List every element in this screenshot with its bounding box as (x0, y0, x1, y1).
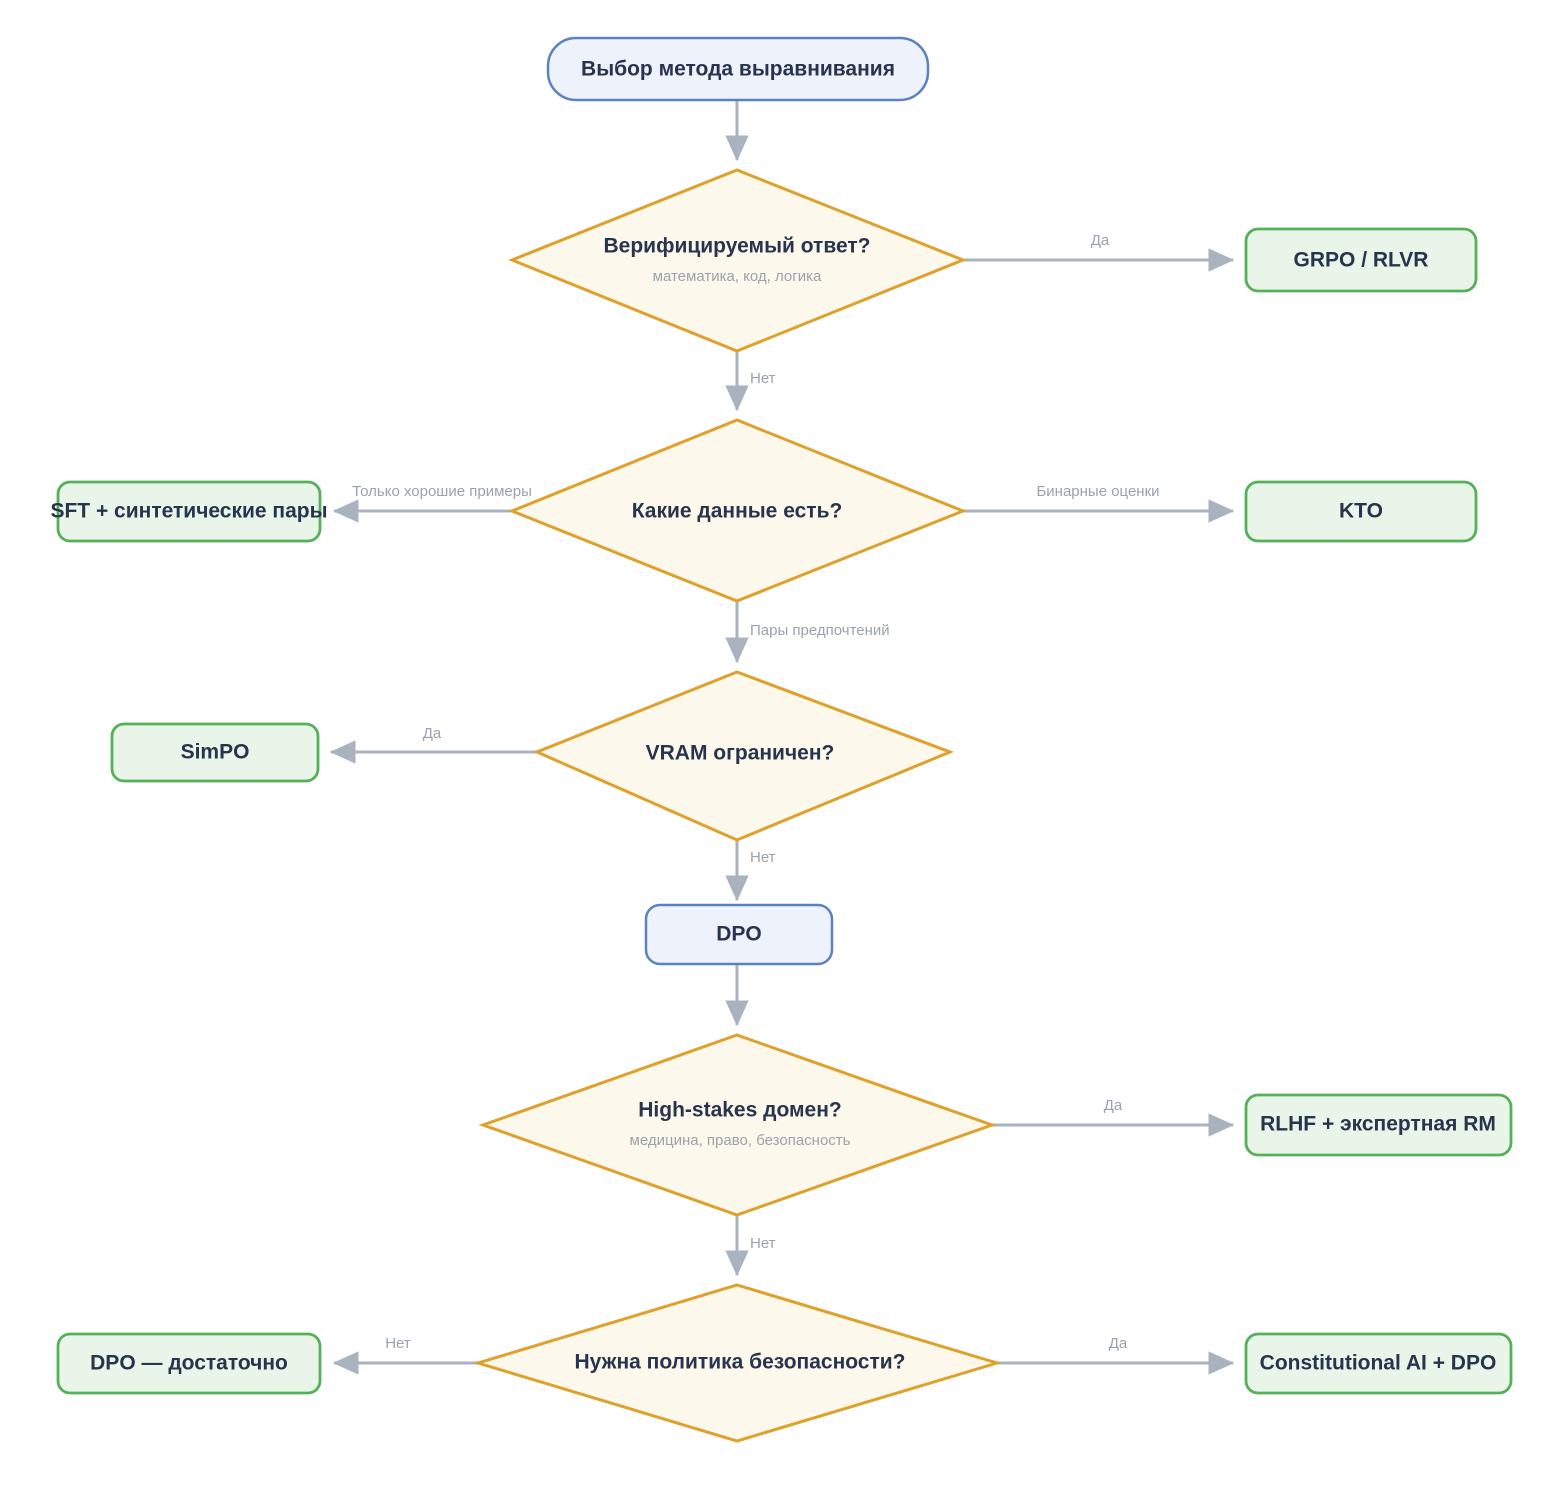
node-result-label: SFT + синтетические пары (50, 500, 327, 523)
node-dpo-shape (644, 903, 834, 966)
edge-label-net: Нет (750, 849, 776, 866)
edge-label-binary: Бинарные оценки (1036, 483, 1159, 500)
edge-d4-to-d5: Нет (725, 1216, 776, 1277)
edge-d1-to-d2: Нет (725, 352, 776, 412)
node-result-constitutional-ai-dpo[interactable]: Constitutional AI + DPO (1244, 1332, 1513, 1395)
node-result-dpo-enough[interactable]: DPO — достаточно (56, 1332, 322, 1395)
edge-label-net: Нет (750, 370, 776, 387)
node-decision-shape (478, 1033, 997, 1217)
node-decision-shape (507, 418, 968, 603)
node-dpo[interactable]: DPO (644, 903, 834, 966)
node-result-label: KTO (1339, 500, 1383, 523)
node-start-label: Выбор метода выравнивания (581, 58, 895, 81)
edge-d2-to-sft: Только хорошие примеры (332, 483, 532, 523)
edge-label-da: Да (423, 725, 442, 742)
node-result-label: RLHF + экспертная RM (1260, 1113, 1496, 1136)
edge-d3-to-dpo: Нет (725, 841, 776, 902)
node-decision-verifiable-answer[interactable]: Верифицируемый ответ? математика, код, л… (507, 168, 968, 353)
edge-label-da: Да (1091, 232, 1110, 249)
node-decision-label: Нужна политика безопасности? (574, 1351, 905, 1374)
node-result-simpo[interactable]: SimPO (110, 722, 320, 783)
node-result-grpo-rlvr[interactable]: GRPO / RLVR (1244, 227, 1478, 293)
node-dpo-label: DPO (716, 923, 762, 946)
node-decision-sublabel: математика, код, логика (653, 268, 822, 285)
node-result-kto[interactable]: KTO (1244, 480, 1478, 543)
edge-d5-to-dpo-enough: Нет (332, 1335, 478, 1375)
node-decision-label: VRAM ограничен? (646, 742, 835, 765)
node-decision-shape (472, 1283, 1003, 1443)
edge-label-net: Нет (750, 1235, 776, 1252)
edge-label-only-good: Только хорошие примеры (352, 483, 532, 500)
node-result-label: SimPO (181, 741, 250, 764)
node-result-label: DPO — достаточно (90, 1352, 288, 1375)
node-decision-label: Верифицируемый ответ? (604, 235, 871, 258)
node-result-label: Constitutional AI + DPO (1260, 1352, 1497, 1375)
node-decision-what-data[interactable]: Какие данные есть? (507, 418, 968, 603)
node-result-shape (1244, 480, 1478, 543)
edge-d3-to-simpo: Да (329, 725, 537, 764)
node-decision-shape (507, 168, 968, 353)
edge-d2-to-d3: Пары предпочтений (725, 601, 890, 664)
node-start[interactable]: Выбор метода выравнивания (546, 36, 930, 102)
edge-label-pref-pairs: Пары предпочтений (750, 622, 890, 639)
node-result-label: GRPO / RLVR (1294, 249, 1429, 272)
node-start-shape (546, 36, 930, 102)
node-decision-high-stakes-domain[interactable]: High-stakes домен? медицина, право, безо… (478, 1033, 997, 1217)
node-decision-label: High-stakes домен? (638, 1099, 841, 1122)
node-result-shape (56, 1332, 322, 1395)
edge-d1-to-grpo: Да (963, 232, 1235, 272)
node-result-shape (56, 480, 322, 543)
node-result-shape (110, 722, 320, 783)
node-result-shape (1244, 227, 1478, 293)
node-result-shape (1244, 1093, 1513, 1157)
edge-d2-to-kto: Бинарные оценки (963, 483, 1235, 523)
node-decision-safety-policy[interactable]: Нужна политика безопасности? (472, 1283, 1003, 1443)
node-decision-label: Какие данные есть? (632, 500, 843, 523)
edge-label-net: Нет (385, 1335, 411, 1352)
node-result-sft-synthetic-pairs[interactable]: SFT + синтетические пары (50, 480, 328, 543)
edge-label-da: Да (1104, 1097, 1123, 1114)
edge-d4-to-rlhf: Да (992, 1097, 1235, 1137)
edge-d5-to-constitutional: Да (997, 1335, 1235, 1375)
node-result-rlhf-expert-rm[interactable]: RLHF + экспертная RM (1244, 1093, 1513, 1157)
node-decision-sublabel: медицина, право, безопасность (630, 1132, 851, 1149)
node-decision-shape (533, 670, 955, 842)
node-result-shape (1244, 1332, 1513, 1395)
edge-label-da: Да (1109, 1335, 1128, 1352)
node-decision-vram-limited[interactable]: VRAM ограничен? (533, 670, 955, 842)
